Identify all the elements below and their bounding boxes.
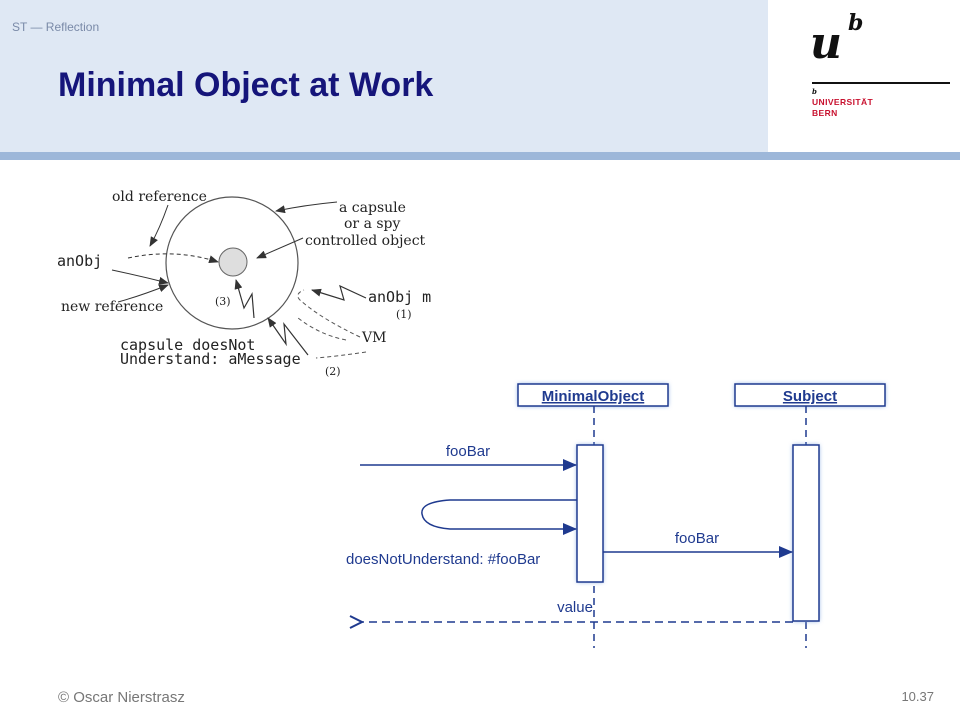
capsule-circle	[165, 196, 299, 330]
new-reference-label: new reference	[61, 299, 163, 315]
activation-minimalobject	[576, 444, 604, 583]
activation-subject	[792, 444, 820, 622]
logo-small-b: b	[812, 87, 817, 96]
course-label: ST — Reflection	[12, 20, 100, 34]
dnu-label-2: Understand: aMessage	[120, 350, 301, 368]
logo-line-universitat: UNIVERSITÄT	[812, 97, 874, 107]
lifeline-minimalobject-box	[517, 383, 669, 407]
dnu-label-1: capsule doesNot	[120, 336, 255, 354]
lifeline-subject-box	[734, 383, 886, 407]
message-zigzag-2	[267, 317, 309, 356]
old-reference-label: old reference	[112, 189, 207, 205]
capsule-label-1: a capsule	[339, 200, 406, 216]
message-self-loop	[421, 499, 577, 535]
old-reference-arrow	[149, 204, 169, 247]
logo-university-name: UNIVERSITÄT BERN	[812, 97, 873, 119]
object-core	[218, 247, 248, 277]
an-obj-m-label: anObj m	[368, 288, 431, 306]
logo-u: u	[810, 18, 842, 69]
reference-dashed	[127, 253, 219, 264]
page-number: 10.37	[901, 689, 934, 704]
new-reference-arrow	[111, 269, 169, 285]
capsule-label-2: or a spy	[344, 216, 401, 232]
step-1-label: (1)	[396, 308, 412, 321]
message-zigzag-1	[311, 284, 367, 301]
university-logo: u b b UNIVERSITÄT BERN	[810, 8, 955, 128]
logo-line-bern: BERN	[812, 108, 838, 118]
header-divider	[0, 152, 960, 160]
capsule-label-3: controlled object	[305, 233, 426, 249]
logo-b: b	[848, 10, 864, 36]
controlled-object-pointer	[256, 237, 304, 259]
step-3-label: (3)	[215, 295, 231, 308]
vm-dashed-1	[297, 289, 361, 338]
lifeline-subject-label: Subject	[783, 388, 837, 405]
vm-label: VM	[361, 330, 386, 346]
message-foobar-in-label: fooBar	[446, 443, 490, 460]
an-obj-label: anObj	[57, 252, 102, 270]
message-value-label: value	[557, 599, 593, 616]
message-zigzag-3	[234, 279, 255, 319]
header-band	[0, 0, 768, 152]
message-foobar-forward-label: fooBar	[675, 530, 719, 547]
step-2-label: (2)	[325, 365, 341, 378]
logo-rule	[812, 82, 950, 84]
lifeline-minimalobject-label: MinimalObject	[542, 388, 645, 405]
slide-title: Minimal Object at Work	[58, 66, 434, 104]
message-dnu-label: doesNotUnderstand: #fooBar	[346, 551, 540, 568]
capsule-pointer	[275, 201, 338, 214]
footer-author: © Oscar Nierstrasz	[58, 689, 185, 706]
new-reference-pointer	[117, 284, 169, 303]
